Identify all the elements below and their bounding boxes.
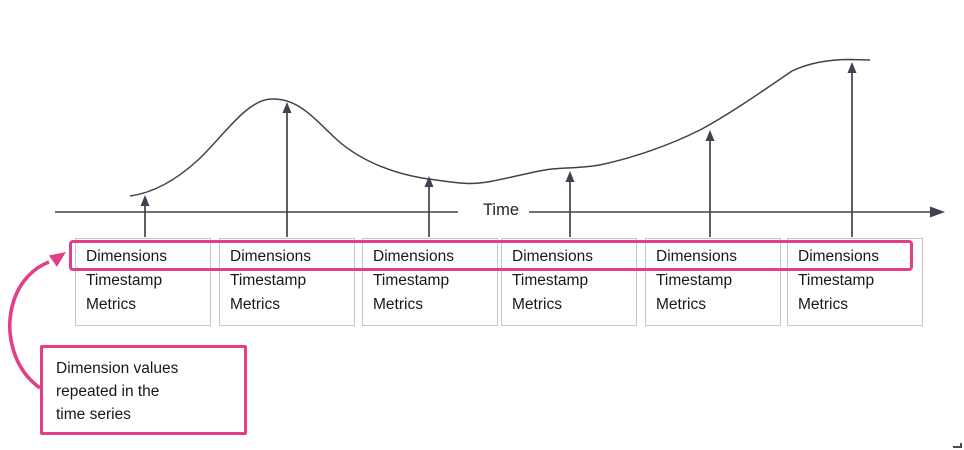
callout-line: Dimension values [56, 360, 179, 377]
metrics-label: Metrics [230, 296, 280, 313]
timestamp-label: Timestamp [230, 272, 307, 289]
data-point-arrow-4 [565, 171, 575, 237]
data-point-arrow-6 [847, 62, 857, 237]
record-card-6: Dimensions Timestamp Metrics [787, 238, 923, 326]
timestamp-label: Timestamp [373, 272, 450, 289]
dimensions-label: Dimensions [656, 248, 737, 265]
timestamp-label: Timestamp [86, 272, 163, 289]
metrics-label: Metrics [373, 296, 423, 313]
timestamp-label: Timestamp [656, 272, 733, 289]
dimensions-label: Dimensions [230, 248, 311, 265]
metrics-label: Metrics [798, 296, 848, 313]
callout-line: time series [56, 406, 131, 423]
callout-box: Dimension values repeated in the time se… [40, 345, 247, 435]
data-point-arrow-2 [282, 102, 292, 237]
up-arrowhead-icon [424, 176, 434, 187]
metrics-label: Metrics [86, 296, 136, 313]
dimensions-highlight-band [69, 240, 913, 271]
callout-line: repeated in the [56, 383, 160, 400]
record-card-1: Dimensions Timestamp Metrics [75, 238, 211, 326]
metrics-label: Metrics [512, 296, 562, 313]
up-arrowhead-icon [847, 62, 857, 73]
up-arrowhead-icon [705, 130, 715, 141]
callout-arrow [8, 252, 66, 390]
metrics-label: Metrics [656, 296, 706, 313]
data-point-arrow-5 [705, 130, 715, 237]
record-card-3: Dimensions Timestamp Metrics [362, 238, 498, 326]
dimensions-label: Dimensions [798, 248, 879, 265]
record-card-4: Dimensions Timestamp Metrics [501, 238, 637, 326]
time-series-curve [129, 58, 871, 197]
timestamp-label: Timestamp [512, 272, 589, 289]
up-arrowhead-icon [565, 171, 575, 182]
corner-artifact [953, 443, 962, 448]
axis-right-arrowhead-icon [930, 206, 945, 218]
data-point-arrow-3 [424, 176, 434, 237]
callout-arrowhead-icon [48, 252, 66, 267]
up-arrowhead-icon [282, 102, 292, 113]
record-card-2: Dimensions Timestamp Metrics [219, 238, 355, 326]
data-point-arrow-1 [140, 195, 150, 237]
callout-arrow-curve [8, 260, 50, 390]
time-axis-label: Time [473, 201, 529, 223]
record-card-5: Dimensions Timestamp Metrics [645, 238, 781, 326]
dimensions-label: Dimensions [512, 248, 593, 265]
dimensions-label: Dimensions [86, 248, 167, 265]
up-arrowhead-icon [140, 195, 150, 206]
dimensions-label: Dimensions [373, 248, 454, 265]
timestamp-label: Timestamp [798, 272, 875, 289]
